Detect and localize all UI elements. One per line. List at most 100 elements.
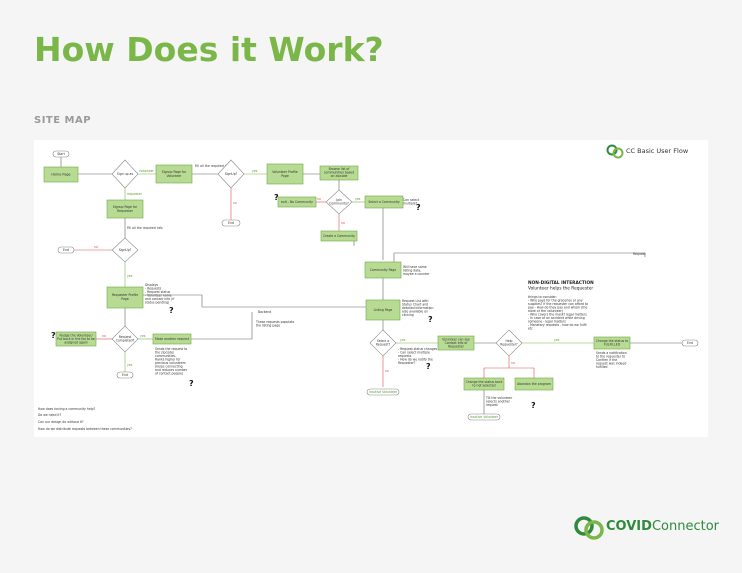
svg-text:clicking: clicking <box>402 313 414 317</box>
edge-yes-2: yes <box>127 274 133 278</box>
svg-text:fulfilled: fulfilled <box>596 365 607 369</box>
note-can-select-multiple: Can select <box>403 198 420 202</box>
edge-yes-1: yes <box>252 169 258 173</box>
svg-text:things to consider:: things to consider: <box>528 295 557 299</box>
svg-text:- Can select multiple: - Can select multiple <box>398 351 430 355</box>
flow-svg: .n { fill:#b7db93; stroke:#6fa843; strok… <box>38 144 699 431</box>
svg-text:Signup Page for: Signup Page for <box>113 205 138 209</box>
note-these-requests: These requests populate <box>255 320 294 324</box>
svg-text:maybe a counter: maybe a counter <box>403 272 430 276</box>
svg-text:the listing page: the listing page <box>256 324 280 328</box>
node-join-community: Join Community? <box>325 189 353 215</box>
svg-text:End: End <box>63 248 69 252</box>
svg-text:Completed?: Completed? <box>116 339 135 343</box>
brand-logo-icon <box>574 516 604 540</box>
node-change-fulfilled: Change the status to FULFILLED <box>593 336 631 350</box>
svg-text:Request List with: Request List with <box>402 299 429 303</box>
svg-text:Contact Info of: Contact Info of <box>445 341 469 345</box>
edge-yes-4: yes <box>127 363 133 367</box>
edge-yes-5: yes <box>400 338 406 342</box>
brand-bold: COVID <box>606 519 652 534</box>
edge-no-join: no <box>317 197 321 201</box>
edge-no-5: no <box>511 361 515 365</box>
svg-text:FULFILLED: FULFILLED <box>604 343 621 347</box>
svg-text:Page: Page <box>281 174 289 178</box>
diagram-header: CC Basic User Flow <box>626 147 689 155</box>
user-flow-diagram: .n { fill:#b7db93; stroke:#6fa843; strok… <box>34 140 708 437</box>
question-3: Can our design do without it? <box>38 420 84 424</box>
svg-text:Make another request: Make another request <box>155 337 190 341</box>
svg-text:Select a Community: Select a Community <box>368 200 399 204</box>
svg-text:Put back in the list to be: Put back in the list to be <box>57 337 95 341</box>
svg-text:NON-DIGITAL INTERACTION: NON-DIGITAL INTERACTION <box>528 280 594 286</box>
svg-text:multiple?: multiple? <box>403 202 418 206</box>
svg-text:Inactive Volunteer: Inactive Volunteer <box>470 415 499 419</box>
svg-text:SignUp?: SignUp? <box>225 172 238 176</box>
brand-wordmark: COVIDConnector <box>606 519 719 534</box>
svg-text:pay - How do they pay and whom: pay - How do they pay and whom (the <box>528 306 587 310</box>
edge-yes-join: yes <box>355 197 361 201</box>
svg-text:Request: Request <box>119 335 132 339</box>
section-subtitle: SITE MAP <box>34 115 92 126</box>
svg-text:(helps connecting: (helps connecting <box>155 365 183 369</box>
edge-no-1: no <box>233 201 237 205</box>
svg-text:Home Page: Home Page <box>51 173 70 177</box>
svg-text:Volunteer helps the Requester: Volunteer helps the Requester <box>528 286 593 292</box>
svg-text:Inactive Volunteer: Inactive Volunteer <box>369 390 398 394</box>
svg-text:Requester?: Requester? <box>398 361 416 365</box>
edge-fill-info: Fill all the required info <box>195 164 231 168</box>
node-signup-volunteer: Signup Page for Volunteer <box>155 164 193 184</box>
edge-no-create: no <box>341 221 345 225</box>
node-abandon: Abandon the program <box>514 377 554 391</box>
edge-yes-6: yes <box>554 338 560 342</box>
node-make-another: Make another request <box>152 333 192 345</box>
node-inactive-volunteer: Inactive Volunteer <box>366 388 400 396</box>
node-home: Home Page <box>43 166 79 183</box>
note-requester-displays: Displays - Requests - Request status - V… <box>145 283 175 305</box>
node-signup-q2: SignUp? <box>111 237 139 263</box>
question-1: How does having a community help? <box>38 407 96 411</box>
svg-text:Volunteer: Volunteer <box>167 174 183 178</box>
svg-text:Community Page: Community Page <box>370 268 396 272</box>
question-mark: ? <box>274 193 279 202</box>
svg-text:Listing Page: Listing Page <box>374 308 393 312</box>
node-change-status-not: Change the status back to not selected <box>463 377 505 391</box>
node-signup-as: Sign up as <box>111 159 139 189</box>
edge-no-3: no <box>102 334 106 338</box>
svg-text:request: request <box>486 403 499 407</box>
svg-text:Select a: Select a <box>377 339 390 343</box>
svg-text:Volunteer can see: Volunteer can see <box>442 338 470 342</box>
edge-request: Request <box>633 252 646 256</box>
node-volunteer-profile: Volunteer Profile Page <box>266 163 304 185</box>
svg-text:detailed information: detailed information <box>402 306 433 310</box>
node-community-page: Community Page <box>364 261 402 279</box>
svg-text:and reduces number: and reduces number <box>155 368 188 372</box>
note-send-notification: Sends a notification to the requester to… <box>596 351 627 369</box>
svg-text:listing data,: listing data, <box>403 269 421 273</box>
svg-text:End: End <box>122 373 128 377</box>
svg-text:communities based: communities based <box>324 171 354 175</box>
svg-text:selects another: selects another <box>486 400 511 404</box>
svg-text:Displays: Displays <box>145 283 158 287</box>
svg-text:store or the volunteer): store or the volunteer) <box>528 309 563 313</box>
svg-text:- How do we notify the: - How do we notify the <box>398 358 433 362</box>
svg-text:- Request status changes: - Request status changes <box>398 347 438 351</box>
svg-text:Sends a notification: Sends a notification <box>596 351 627 355</box>
note-till-volunteer: Till the volunteer selects another reque… <box>485 396 513 407</box>
edge-no-2: no <box>94 245 98 249</box>
node-select-community: Select a Community <box>364 195 404 209</box>
question-4: How do we distribute requests between th… <box>38 427 132 431</box>
svg-text:Signup Page for: Signup Page for <box>162 170 187 174</box>
diagram-logo <box>606 144 624 159</box>
svg-text:Change the status back: Change the status back <box>466 380 503 384</box>
svg-text:Help: Help <box>505 339 512 343</box>
svg-text:Confirm if the: Confirm if the <box>596 358 617 362</box>
edge-fill-info-2: Fill all the required info <box>127 226 163 230</box>
svg-text:Page: Page <box>121 297 129 301</box>
svg-text:on zipcode: on zipcode <box>331 174 348 178</box>
svg-text:Community?: Community? <box>329 202 349 206</box>
svg-text:status pending): status pending) <box>145 301 169 305</box>
question-mark: ? <box>416 203 421 212</box>
svg-text:- Requests: - Requests <box>145 287 162 291</box>
svg-text:supplies? If the requester can: supplies? If the requester can afford to <box>528 302 588 306</box>
